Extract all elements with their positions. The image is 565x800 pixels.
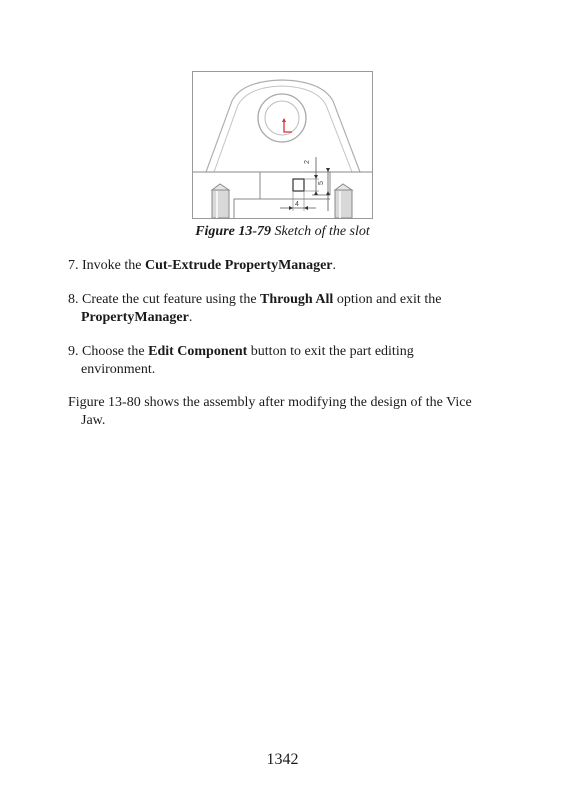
figure-sketch-of-slot: 2 5 4 xyxy=(192,71,373,219)
closing-line-2: Jaw. xyxy=(81,413,106,428)
dim-arrow-icon xyxy=(314,175,318,179)
dim-arrow-icon xyxy=(314,191,318,195)
hole-inner-circle xyxy=(264,100,300,136)
base-step-left xyxy=(233,172,261,218)
hole-outer-circle xyxy=(257,93,307,143)
dim-arrow-icon xyxy=(326,168,330,172)
step-7-prefix: 7. Invoke the xyxy=(68,258,145,273)
origin-axis xyxy=(283,119,292,133)
step-9-bold: Edit Component xyxy=(148,344,248,359)
origin-arrow-icon xyxy=(282,118,286,122)
dimension-label: 2 xyxy=(304,160,311,164)
step-9: 9. Choose the Edit Component button to e… xyxy=(68,343,498,379)
step-7-bold: Cut-Extrude PropertyManager xyxy=(144,258,333,273)
closing-paragraph: Figure 13-80 shows the assembly after mo… xyxy=(68,394,498,430)
right-bolt-head xyxy=(333,183,354,191)
step-9-middle: button to exit the part editing xyxy=(247,344,414,359)
dim-arrow-icon xyxy=(304,206,308,210)
left-bolt-head xyxy=(210,183,231,191)
dimension-label: 5 xyxy=(318,181,325,185)
step-8-continuation: PropertyManager. xyxy=(68,309,498,327)
dim-arrow-icon xyxy=(326,191,330,195)
step-8-middle: option and exit the xyxy=(333,292,442,307)
closing-line-1: Figure 13-80 shows the assembly after mo… xyxy=(68,395,472,410)
figure-caption-text: Sketch of the slot xyxy=(271,224,370,239)
step-8: 8. Create the cut feature using the Thro… xyxy=(68,291,498,327)
left-bolt-body xyxy=(211,189,230,219)
dimension-label: 4 xyxy=(295,201,299,208)
step-7: 7. Invoke the Cut-Extrude PropertyManage… xyxy=(68,257,498,275)
step-8-suffix: . xyxy=(188,310,193,325)
step-7-suffix: . xyxy=(332,258,337,273)
right-bolt-body xyxy=(334,189,353,219)
page-number: 1342 xyxy=(266,751,299,768)
step-8-bold-option: Through All xyxy=(260,292,334,307)
arch-outer-outline xyxy=(205,79,361,173)
step-8-prefix: 8. Create the cut feature using the xyxy=(68,292,261,307)
slot-rectangle xyxy=(292,178,305,192)
figure-caption: Figure 13-79 Sketch of the slot xyxy=(0,223,565,240)
dim-arrow-icon xyxy=(289,206,293,210)
cad-sketch-drawing: 2 5 4 xyxy=(192,71,373,219)
step-9-prefix: 9. Choose the xyxy=(68,344,149,359)
figure-caption-number: Figure 13-79 xyxy=(195,224,272,239)
arch-inner-outline xyxy=(213,85,353,173)
step-9-continuation: environment. xyxy=(81,362,156,377)
step-8-bold-manager: PropertyManager xyxy=(81,310,189,325)
